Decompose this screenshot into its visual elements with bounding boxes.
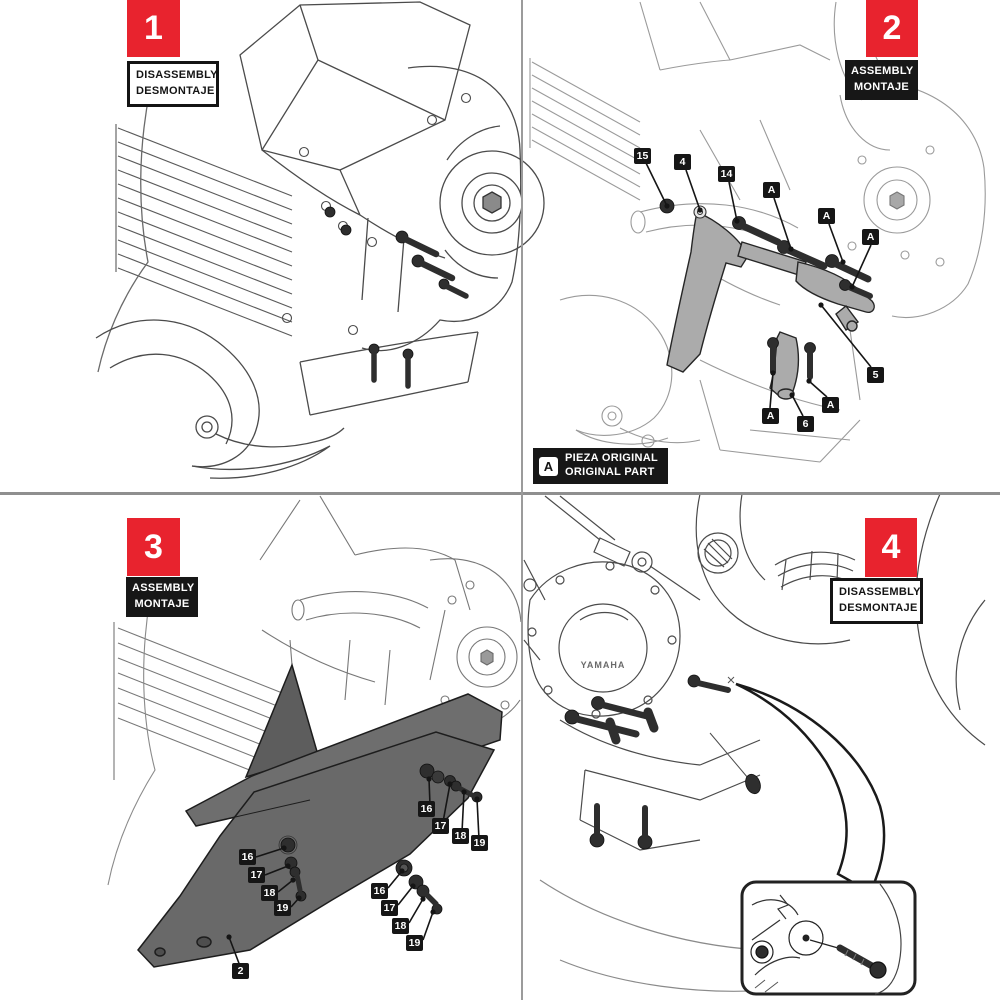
callout-2: 2: [232, 963, 249, 979]
panel-2-badge: 2: [866, 0, 918, 57]
callout-17: 17: [381, 900, 398, 916]
panel-1: 1 DISASSEMBLY DESMONTAJE: [0, 0, 521, 492]
callout-14: 14: [718, 166, 735, 182]
panel-4-badge: 4: [865, 518, 917, 577]
panel-3-engine-drawing: [107, 495, 522, 968]
callout-19: 19: [406, 935, 423, 951]
callout-17: 17: [432, 818, 449, 834]
panel-1-engine-drawing: [95, 1, 545, 479]
callout-5: 5: [867, 367, 884, 383]
panel-1-step-label: DISASSEMBLY DESMONTAJE: [127, 61, 219, 107]
panel-4-engine-drawing: YAMAHA: [523, 493, 986, 996]
step-label-line-es: MONTAJE: [134, 597, 190, 610]
callout-a: A: [862, 229, 879, 245]
step-label-line-en: DISASSEMBLY: [136, 69, 218, 81]
callout-16: 16: [418, 801, 435, 817]
callout-19: 19: [274, 900, 291, 916]
callout-15: 15: [634, 148, 651, 164]
panel-3: 3 ASSEMBLY MONTAJE 16 17 18 19 16 17 18 …: [0, 494, 521, 1000]
horizontal-panel-divider: [0, 492, 1000, 495]
panel-2-engine-drawing: [529, 1, 986, 463]
original-part-legend: A PIEZA ORIGINAL ORIGINAL PART: [533, 448, 669, 484]
callout-a: A: [822, 397, 839, 413]
panel-4-step-label: DISASSEMBLY DESMONTAJE: [830, 578, 923, 624]
step-label-line-en: DISASSEMBLY: [839, 586, 921, 598]
callout-18: 18: [452, 828, 469, 844]
panel-4: 4 DISASSEMBLY DESMONTAJE: [522, 494, 1000, 1000]
legend-line-es: PIEZA ORIGINAL: [565, 452, 659, 465]
panel-3-badge: 3: [127, 518, 180, 576]
step-label-line-es: DESMONTAJE: [136, 84, 215, 97]
vertical-panel-divider: [521, 0, 523, 1000]
callout-4: 4: [674, 154, 691, 170]
step-label-line-en: ASSEMBLY: [132, 582, 195, 594]
original-part-a-icon: A: [539, 456, 558, 476]
step-label-line-es: DESMONTAJE: [839, 601, 918, 614]
callout-18: 18: [261, 885, 278, 901]
detail-inset-box: [740, 880, 917, 996]
step-label-line-es: MONTAJE: [853, 80, 910, 93]
panel-3-step-label: ASSEMBLY MONTAJE: [126, 577, 198, 617]
panel-2: 2 ASSEMBLY MONTAJE 15 4 14 A A A 5 A 6 A…: [522, 0, 1000, 492]
legend-line-en: ORIGINAL PART: [565, 466, 655, 478]
callout-19: 19: [471, 835, 488, 851]
panel-1-badge: 1: [127, 0, 180, 57]
callout-a: A: [818, 208, 835, 224]
callout-a: A: [762, 408, 779, 424]
callout-6: 6: [797, 416, 814, 432]
engine-logo: YAMAHA: [581, 660, 626, 670]
callout-18: 18: [392, 918, 409, 934]
callout-a: A: [763, 182, 780, 198]
step-label-line-en: ASSEMBLY: [851, 65, 914, 77]
callout-16: 16: [239, 849, 256, 865]
callout-16: 16: [371, 883, 388, 899]
callout-17: 17: [248, 867, 265, 883]
panel-2-step-label: ASSEMBLY MONTAJE: [845, 60, 918, 100]
